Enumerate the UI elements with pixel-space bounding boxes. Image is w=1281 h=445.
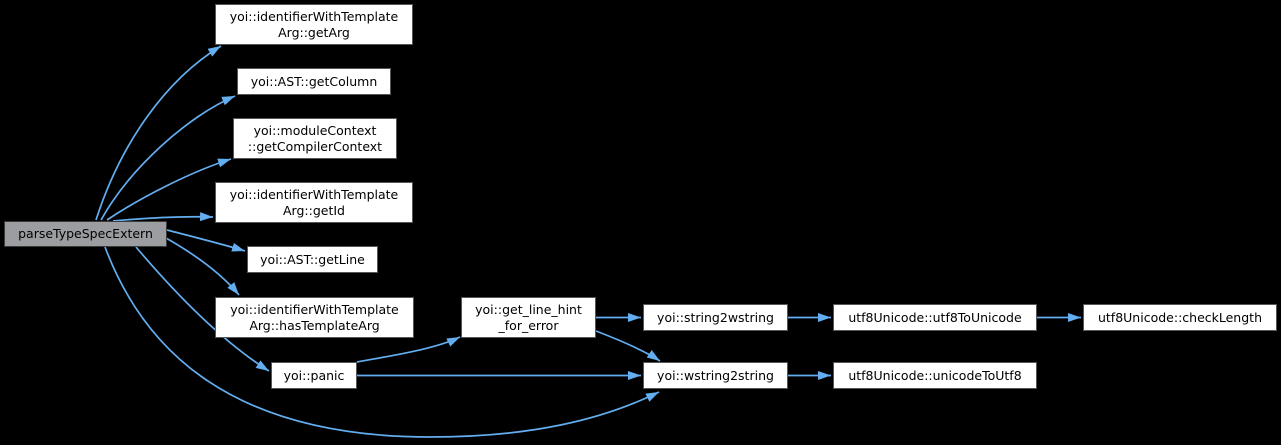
node-identifier-with-template-arg-get-id[interactable]: yoi::identifierWithTemplate Arg::getId bbox=[215, 182, 413, 223]
edge-parse-to-getcolumn bbox=[100, 95, 236, 221]
node-utf8-to-unicode[interactable]: utf8Unicode::utf8ToUnicode bbox=[833, 304, 1037, 331]
node-get-line-hint-for-error[interactable]: yoi::get_line_hint _for_error bbox=[461, 297, 596, 338]
edge-parse-to-wstring2string bbox=[104, 246, 660, 438]
node-module-context-get-compiler-context[interactable]: yoi::moduleContext ::getCompilerContext bbox=[233, 118, 397, 159]
node-unicode-to-utf8[interactable]: utf8Unicode::unicodeToUtf8 bbox=[833, 362, 1037, 389]
edge-panic-to-get-line-hint bbox=[356, 336, 461, 363]
node-wstring2string[interactable]: yoi::wstring2string bbox=[643, 362, 788, 389]
node-parse-type-spec-extern: parseTypeSpecExtern bbox=[4, 221, 167, 247]
edge-parse-to-getcompilercontext bbox=[106, 158, 232, 221]
edge-parse-to-getarg bbox=[95, 45, 222, 221]
node-ast-get-line[interactable]: yoi::AST::getLine bbox=[247, 246, 378, 273]
edge-parse-to-getid bbox=[112, 212, 214, 222]
edge-get-line-hint-to-wstring2string bbox=[595, 330, 661, 362]
node-identifier-with-template-arg-get-arg[interactable]: yoi::identifierWithTemplate Arg::getArg bbox=[215, 4, 413, 45]
node-string2wstring[interactable]: yoi::string2wstring bbox=[643, 304, 788, 331]
edge-parse-to-getline bbox=[166, 229, 246, 252]
edge-parse-to-hastemplatearg bbox=[165, 237, 240, 296]
node-identifier-with-template-arg-has-template-arg[interactable]: yoi::identifierWithTemplate Arg::hasTemp… bbox=[215, 297, 414, 338]
node-ast-get-column[interactable]: yoi::AST::getColumn bbox=[237, 68, 391, 95]
edge-parse-to-panic bbox=[135, 246, 270, 372]
node-panic[interactable]: yoi::panic bbox=[271, 362, 357, 389]
node-check-length[interactable]: utf8Unicode::checkLength bbox=[1083, 304, 1277, 331]
